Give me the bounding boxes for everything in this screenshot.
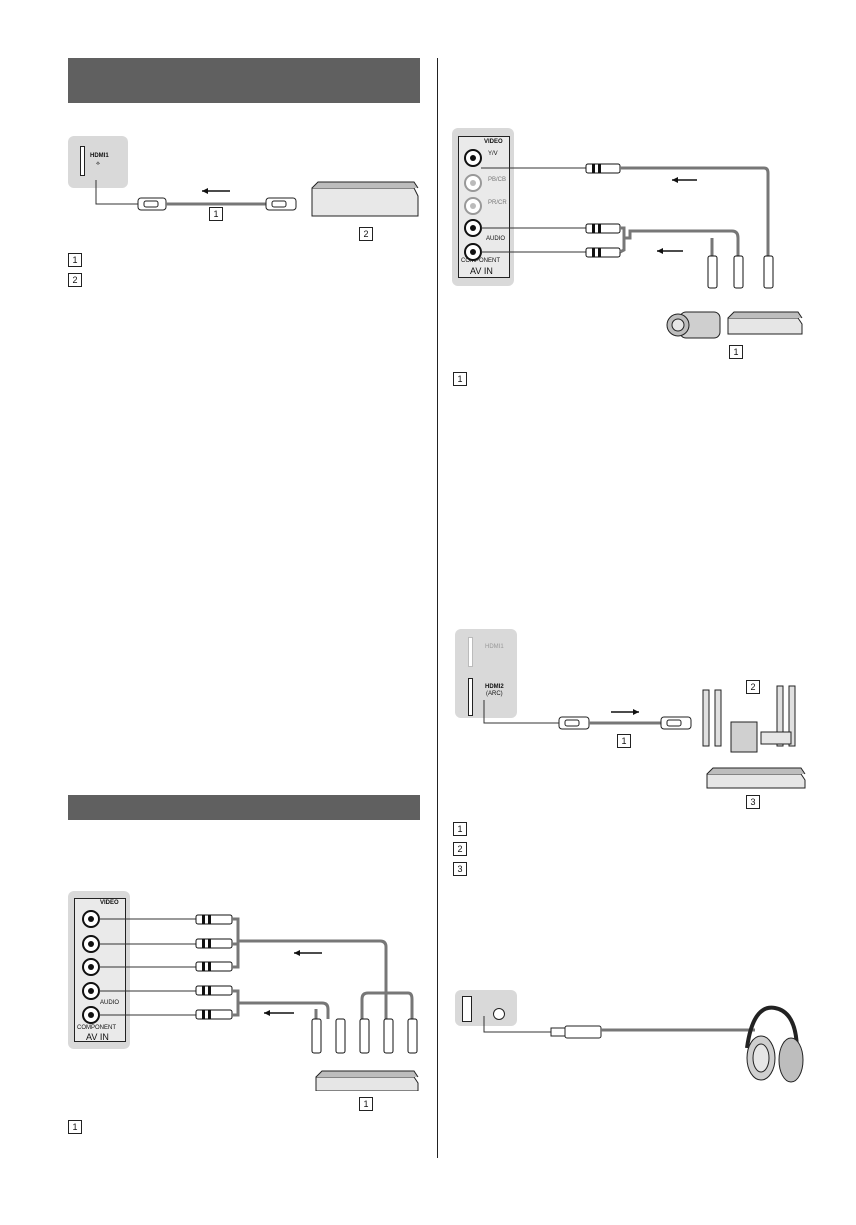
av-connection-diagram — [464, 149, 803, 339]
callout-1-hdmi: 1 — [209, 207, 223, 221]
rca-plug-audio-l — [585, 223, 621, 234]
callout-1-component: 1 — [359, 1097, 373, 1111]
section-header-bar-component — [68, 795, 420, 820]
port-label-pr: PR/CR — [488, 200, 507, 206]
legend-item-2-hdmi: 2 — [68, 273, 82, 287]
hdmi-port-label: HDMI1 — [90, 153, 109, 159]
component-panel-top-label: VIDEO — [100, 900, 119, 906]
hdmi2-sub-label-arc: (ARC) — [486, 691, 503, 697]
component-player-icon — [315, 1070, 419, 1091]
legend-item-1-arc: 1 — [453, 822, 467, 836]
component-label-av: COMPONENT — [461, 258, 500, 264]
legend-item-1-av: 1 — [453, 372, 467, 386]
hdmi-connection-diagram — [95, 180, 419, 217]
tv-port-panel-arc — [455, 629, 517, 718]
audio-label-component: AUDIO — [100, 1000, 120, 1006]
callout-1-arc: 1 — [617, 734, 631, 748]
speaker-system-icon — [702, 685, 796, 753]
arc-connection-diagram — [483, 685, 806, 789]
port-label-yv: Y/V — [488, 151, 498, 157]
av-player-box-icon — [727, 311, 803, 335]
input-arrow-icon: ⟡ — [96, 161, 100, 167]
av-in-label-av: AV IN — [470, 266, 493, 276]
headphones-icon — [745, 1005, 804, 1083]
section-header-bar-hdmi — [68, 58, 420, 103]
rca-plug-video — [585, 163, 621, 174]
rca-plug-audio-r — [585, 247, 621, 258]
hdmi2-port-slot-arc — [468, 678, 473, 716]
hdmi-port-slot — [80, 146, 85, 176]
av-receiver-icon — [706, 767, 806, 789]
legend-item-2-arc: 2 — [453, 842, 467, 856]
hdmi1-port-slot-arc — [468, 637, 473, 667]
callout-1-av: 1 — [729, 345, 743, 359]
legend-item-3-arc: 3 — [453, 862, 467, 876]
tv-port-panel-hdmi: HDMI1 ⟡ — [68, 136, 128, 188]
headphone-jack-icon — [493, 1008, 505, 1020]
callout-2-arc: 2 — [746, 680, 760, 694]
callout-3-arc: 3 — [746, 795, 760, 809]
column-divider — [437, 58, 438, 1158]
av-in-label-component: AV IN — [86, 1032, 109, 1042]
callout-2-hdmi: 2 — [359, 227, 373, 241]
headphone-connection-diagram — [483, 1005, 804, 1083]
port-label-pb: PB/CB — [488, 177, 507, 183]
component-connection-diagram — [82, 910, 419, 1091]
legend-item-1-hdmi: 1 — [68, 253, 82, 267]
port-label-audio: AUDIO — [486, 236, 506, 242]
hdmi1-label-arc: HDMI1 — [485, 644, 504, 650]
direction-arrow-icon — [202, 188, 208, 194]
av-panel-top-label: VIDEO — [484, 139, 503, 145]
legend-item-1-component: 1 — [68, 1120, 82, 1134]
camcorder-icon — [666, 311, 721, 339]
hdmi2-label-arc: HDMI2 — [485, 684, 504, 690]
headphone-port-slot — [462, 996, 472, 1022]
component-label: COMPONENT — [77, 1025, 116, 1031]
set-top-box-icon — [311, 187, 419, 217]
